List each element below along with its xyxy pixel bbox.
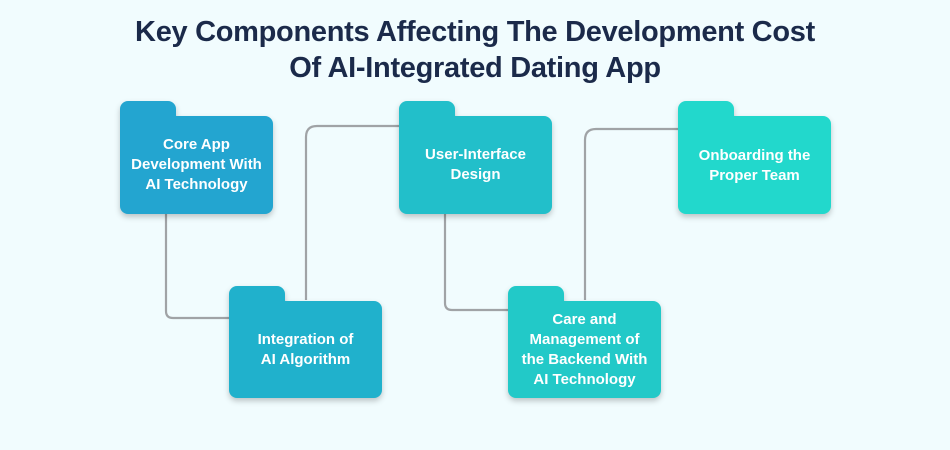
folder-body: Care and Management of the Backend With …	[508, 301, 661, 398]
connector-3-to-4	[443, 213, 512, 312]
folder-label-line: AI Technology	[145, 176, 248, 193]
folder-label-line: Integration of	[257, 330, 354, 348]
folder-body: Integration of AI Algorithm	[229, 301, 382, 398]
folder-label-line: AI Algorithm	[260, 350, 351, 368]
folder-onboarding-team: Onboarding the Proper Team	[678, 101, 831, 214]
folder-label-line: AI Technology	[533, 370, 636, 388]
folder-label-line: the Backend With	[521, 350, 648, 368]
folder-core-app-development: Core App Development With AI Technology	[120, 101, 273, 214]
folder-label-line: Care and	[552, 310, 617, 328]
diagram-title: Key Components Affecting The Development…	[0, 14, 950, 86]
folder-user-interface-design: User-Interface Design	[399, 101, 552, 214]
title-line-2: Of AI-Integrated Dating App	[289, 52, 661, 84]
folder-label-line: Proper Team	[709, 167, 800, 184]
connector-4-to-5	[583, 127, 680, 300]
folder-body: User-Interface Design	[399, 116, 552, 214]
folder-label-line: Development With	[131, 156, 262, 173]
folder-label-line: User-Interface	[425, 146, 526, 163]
folder-backend-care-management: Care and Management of the Backend With …	[508, 286, 661, 398]
folder-integration-ai-algorithm: Integration of AI Algorithm	[229, 286, 382, 398]
folder-label-line: Onboarding the	[698, 147, 811, 164]
connector-1-to-2	[164, 213, 232, 320]
folder-label-line: Core App	[163, 136, 230, 153]
folder-body: Core App Development With AI Technology	[120, 116, 273, 214]
title-line-1: Key Components Affecting The Development…	[135, 16, 815, 48]
connector-2-to-3	[304, 124, 402, 300]
folder-body: Onboarding the Proper Team	[678, 116, 831, 214]
folder-label-line: Management of	[529, 330, 640, 348]
folder-label-line: Design	[450, 166, 501, 183]
